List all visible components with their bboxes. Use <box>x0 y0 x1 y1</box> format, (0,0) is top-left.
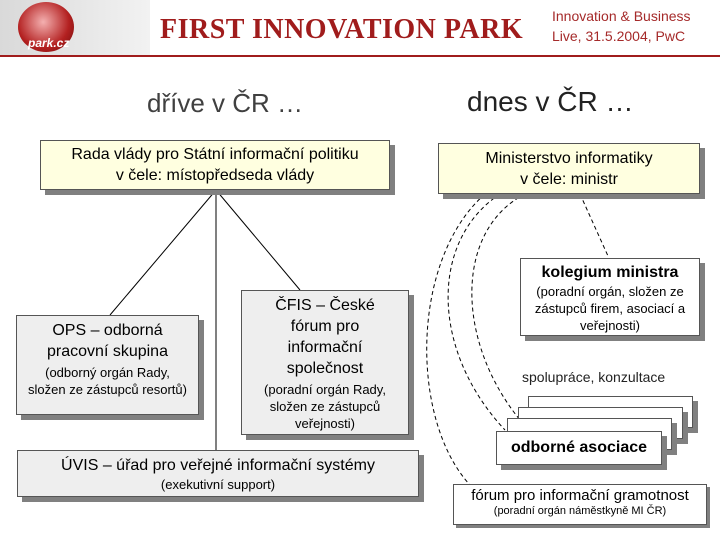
ministerstvo-box: Ministerstvo informatiky v čele: ministr <box>438 143 700 194</box>
kolegium-box: kolegium ministra (poradní orgán, složen… <box>520 258 700 336</box>
forum-box: fórum pro informační gramotnost (poradní… <box>453 484 707 525</box>
line-rada-ops <box>110 190 216 315</box>
forum-title: fórum pro informační gramotnost <box>454 487 706 504</box>
kolegium-note: (poradní orgán, složen ze zástupců firem… <box>527 283 693 334</box>
ops-note: (odborný orgán Rady, složen ze zástupců … <box>17 362 198 398</box>
uvis-title: ÚVIS – úřad pro veřejné informační systé… <box>18 455 418 476</box>
right-heading: dnes v ČR … <box>467 86 634 118</box>
ministerstvo-line-2: v čele: ministr <box>439 169 699 190</box>
dash-mi-forum <box>427 194 485 485</box>
uvis-box: ÚVIS – úřad pro veřejné informační systé… <box>17 450 419 497</box>
ministerstvo-line-1: Ministerstvo informatiky <box>439 148 699 169</box>
dash-mi-asociace-1 <box>472 194 525 420</box>
kolegium-title: kolegium ministra <box>527 262 693 283</box>
left-heading: dříve v ČR … <box>147 88 303 119</box>
line-rada-cfis <box>216 190 300 290</box>
ops-box: OPS – odborná pracovní skupina (odborný … <box>16 315 199 415</box>
uvis-note: (exekutivní support) <box>18 476 418 493</box>
forum-note: (poradní orgán náměstkyně MI ČR) <box>454 504 706 519</box>
spoluprace-label: spolupráce, konzultace <box>522 369 665 385</box>
rada-line-1: Rada vlády pro Státní informační politik… <box>41 144 389 165</box>
dash-mi-kolegium <box>580 194 608 256</box>
asociace-box: odborné asociace <box>496 431 662 465</box>
ops-title-1: OPS – odborná <box>17 320 198 341</box>
cfis-note: (poradní orgán Rady, složen ze zástupců … <box>254 379 396 432</box>
rada-box: Rada vlády pro Státní informační politik… <box>40 140 390 190</box>
cfis-box: ČFIS – České fórum pro informační společ… <box>241 290 409 435</box>
cfis-title: ČFIS – České fórum pro informační společ… <box>254 295 396 379</box>
rada-line-2: v čele: místopředseda vlády <box>41 165 389 186</box>
ops-title-2: pracovní skupina <box>17 341 198 362</box>
